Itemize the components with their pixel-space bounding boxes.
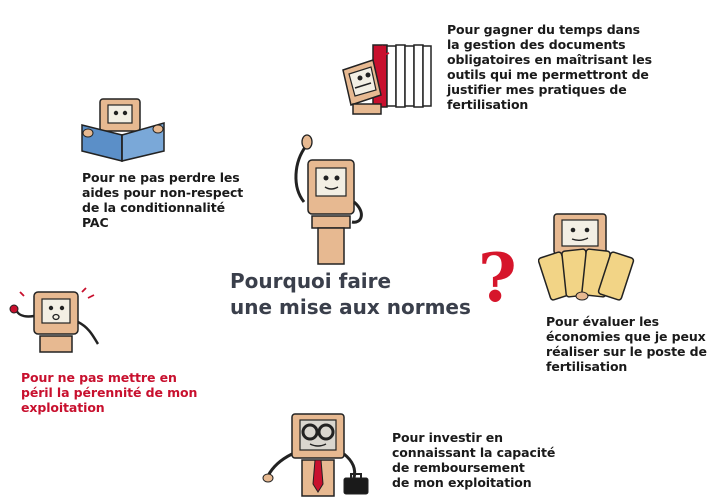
question-mark-icon: ? xyxy=(478,239,517,317)
reason-invest: Pour investir en connaissant la capacité… xyxy=(392,430,556,490)
reason-save-time: Pour gagner du temps dans la gestion des… xyxy=(447,22,652,112)
computer-character-worried xyxy=(9,287,100,353)
reason-sustainability: Pour ne pas mettre en péril la pérennité… xyxy=(21,370,198,415)
reason-pac-aids: Pour ne pas perdre les aides pour non-re… xyxy=(82,170,244,230)
computer-character-cards xyxy=(538,213,635,301)
computer-character-binders xyxy=(342,44,432,115)
central-question: Pourquoi faire une mise aux normes xyxy=(230,268,471,320)
computer-character-pointing xyxy=(294,134,363,265)
title-line-1: Pourquoi faire xyxy=(230,269,392,293)
reason-savings: Pour évaluer les économies que je peux r… xyxy=(546,314,707,374)
title-line-2: une mise aux normes xyxy=(230,295,471,319)
computer-character-businessman xyxy=(262,413,369,497)
computer-character-reading-book xyxy=(81,98,165,162)
